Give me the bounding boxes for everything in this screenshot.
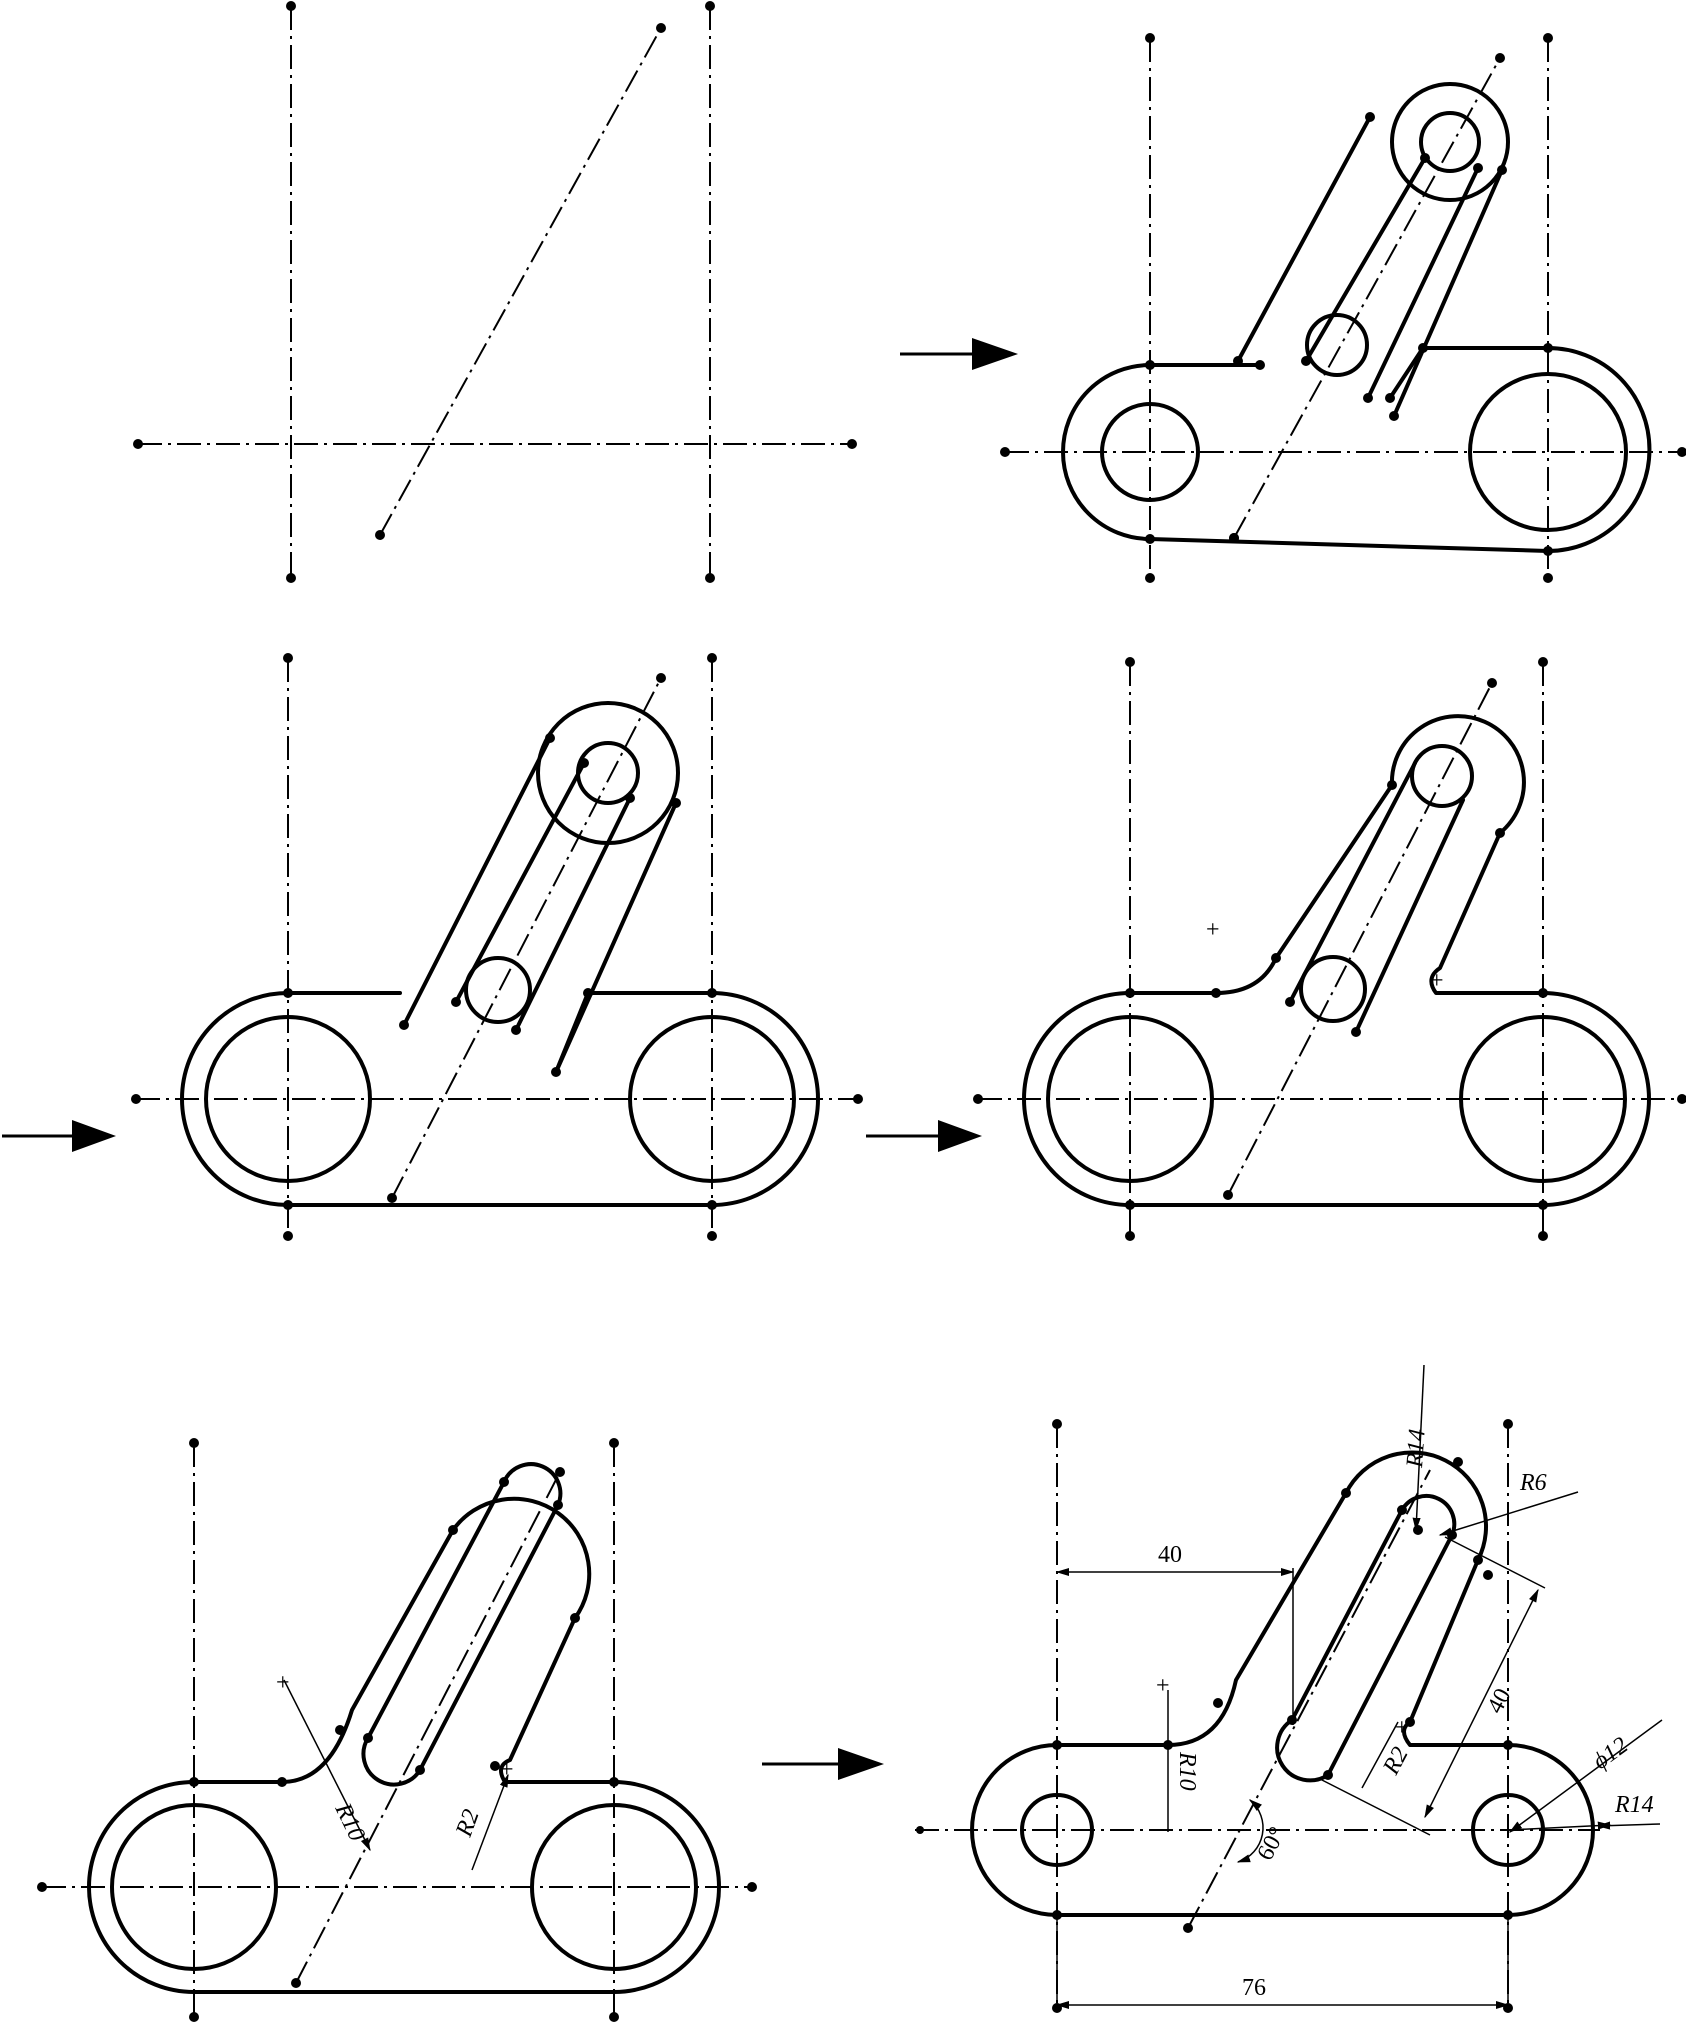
fillet-radius-right-label: R2 (451, 1806, 485, 1841)
right-hole-circle (1468, 372, 1628, 532)
construction-cross: + (1430, 968, 1444, 994)
dimension-radius-fillet-left-label: R10 (1174, 1751, 1200, 1791)
dimension-length-bottom: 76 (1055, 1915, 1510, 2012)
top-boss-outer-circle (1390, 82, 1510, 202)
dimension-length-top-label: 40 (1158, 1542, 1182, 1568)
dimension-radius-fillet-right: + R2 (1361, 1715, 1414, 1789)
left-hole-circle (110, 1803, 278, 1971)
sketch-points (37, 1438, 757, 2022)
sketch-points (916, 1419, 1513, 2013)
dimension-radius-top-outer-label: R14 (1402, 1428, 1431, 1469)
dimension-radius-top-inner-label: R6 (1519, 1470, 1547, 1496)
sketch-points (973, 657, 1686, 1241)
step-arrow-4 (762, 1748, 884, 1780)
dimension-radius-right: R14 (1507, 1792, 1661, 1831)
right-hole-circle (1459, 1015, 1627, 1183)
left-hole-circle (1100, 402, 1200, 502)
middle-circle (1299, 955, 1367, 1023)
dimension-radius-right-label: R14 (1614, 1792, 1654, 1818)
inner-slot (361, 1462, 563, 1787)
panel-step-3 (131, 653, 863, 1241)
step-arrow-1 (900, 338, 1018, 370)
step-arrow-3 (866, 1120, 982, 1152)
arm-lines (1236, 115, 1504, 418)
panel-step-1 (133, 1, 857, 583)
right-hole-circle (628, 1015, 796, 1183)
middle-circle (1305, 313, 1369, 377)
panel-step-2 (1000, 33, 1686, 583)
left-hole-circle (1046, 1015, 1214, 1183)
outer-profile (970, 1450, 1595, 1917)
dimension-radius-fillet-left: + R10 (1156, 1673, 1200, 1832)
construction-cross: + (500, 1757, 514, 1783)
outer-profile (87, 1496, 721, 1994)
sketch-points (1000, 33, 1686, 583)
panel-step-4: + + (973, 657, 1686, 1241)
right-hole-circle (530, 1803, 698, 1971)
top-boss-inner-circle (1419, 111, 1481, 173)
construction-cross: + (1156, 1673, 1170, 1699)
top-boss-inner-circle (1410, 744, 1474, 808)
arm-lines (402, 736, 678, 1074)
sketch-points (133, 1, 857, 583)
top-boss-outer-circle (536, 701, 680, 845)
dimension-length-slot-label: 40 (1482, 1684, 1516, 1717)
dimension-length-bottom-label: 76 (1242, 1975, 1266, 2001)
inner-slot (1275, 1493, 1457, 1783)
inclined-centerline (379, 27, 662, 536)
fillet-dimension-right: R2 (451, 1773, 509, 1871)
inclined-centerline (1233, 57, 1501, 539)
inclined-centerline (295, 1471, 561, 1984)
dimension-length-slot: 40 (1319, 1536, 1546, 1836)
step-arrow-2 (2, 1120, 116, 1152)
middle-circle (464, 956, 532, 1024)
panel-step-6: 40 76 40 60° R14 R6 (915, 1364, 1663, 2013)
construction-cross: + (276, 1670, 290, 1696)
inclined-centerline (1227, 682, 1493, 1196)
dimension-radius-top-inner: R6 (1438, 1470, 1579, 1536)
dimension-length-top: 40 (1055, 1542, 1295, 1725)
inclined-centerline (1187, 1469, 1431, 1929)
left-hole-circle (204, 1015, 372, 1183)
construction-cross: + (1206, 917, 1220, 943)
fillet-dimension-left: R10 (283, 1679, 371, 1852)
left-hole-circle (1020, 1793, 1094, 1867)
dimension-angle: 60° (1236, 1799, 1291, 1865)
outer-profile (1022, 714, 1651, 1207)
inclined-centerline (391, 677, 662, 1199)
sketch-points (131, 653, 863, 1241)
dimension-radius-top-outer: R14 (1402, 1364, 1431, 1532)
panel-step-5: R10 R2 + + (37, 1438, 757, 2022)
